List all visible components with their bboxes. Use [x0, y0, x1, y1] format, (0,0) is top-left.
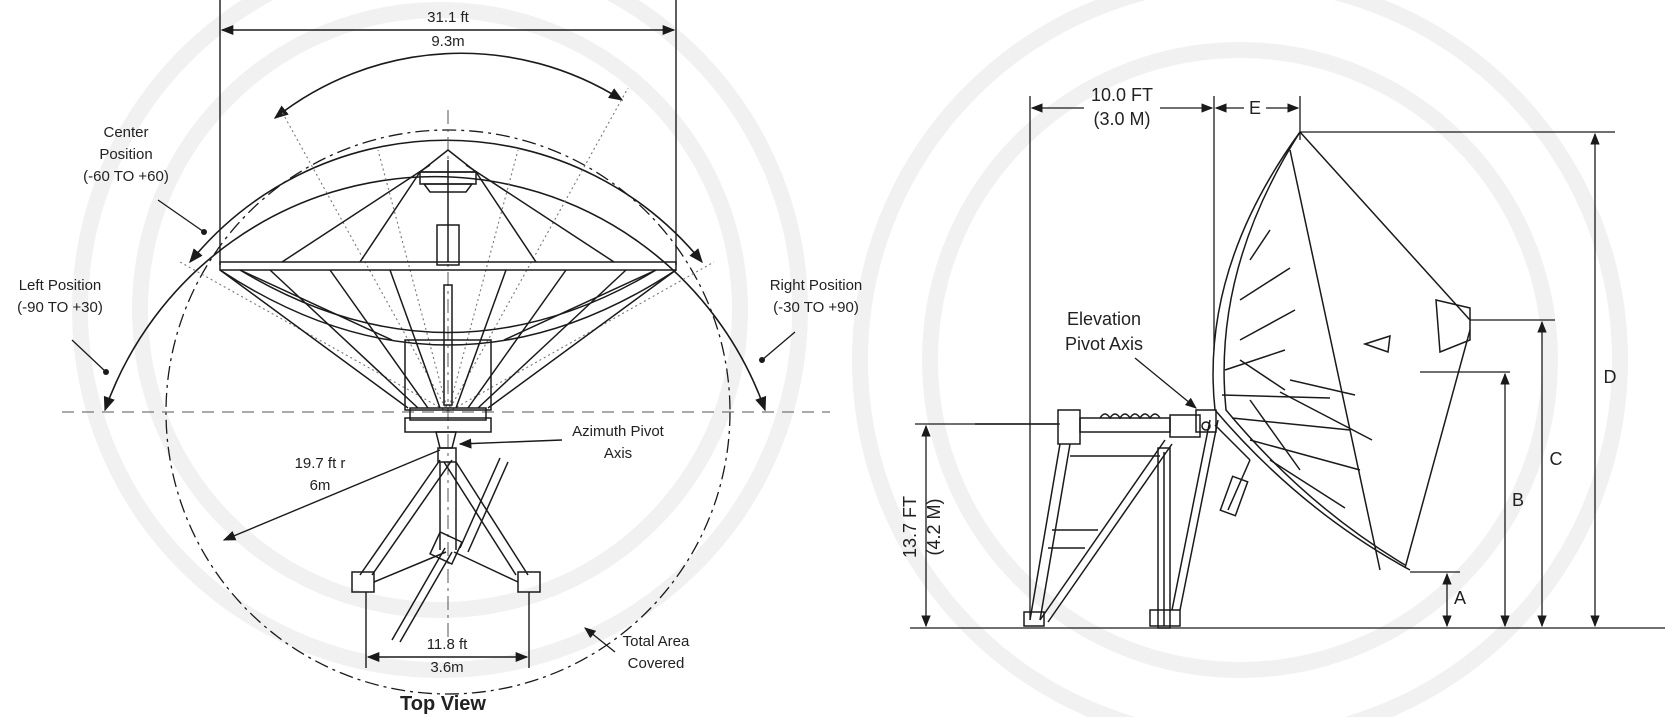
- dim-c-label: C: [1550, 449, 1563, 469]
- left-position-leader: [71, 339, 107, 373]
- offset-ft-label: 10.0 FT: [1091, 85, 1153, 105]
- width-m-label: 9.3m: [431, 33, 464, 50]
- reflector-top: [219, 261, 677, 421]
- azimuth-leader: [458, 438, 563, 449]
- support-frame: [975, 409, 1251, 629]
- base-m-label: 3.6m: [430, 659, 463, 676]
- dim-a-label: A: [1454, 588, 1466, 608]
- offset-m-label: (3.0 M): [1093, 109, 1150, 129]
- watermark: [72, 0, 1628, 717]
- center-position-line2: Position: [99, 146, 152, 163]
- total-area-line1: Total Area: [623, 633, 690, 650]
- base-ft-label: 11.8 ft: [427, 636, 468, 653]
- elevation-axis-line2: Pivot Axis: [1065, 334, 1143, 354]
- total-area-line2: Covered: [628, 655, 685, 672]
- top-view-title: Top View: [400, 693, 486, 715]
- center-position-line3: (-60 TO +60): [83, 168, 169, 185]
- reflector-side: [1212, 131, 1471, 571]
- base-dimension: [365, 592, 530, 668]
- right-position-leader: [761, 331, 796, 361]
- elevation-axis-line1: Elevation: [1067, 309, 1141, 329]
- height-ft-label: 13.7 FT: [900, 496, 920, 558]
- azimuth-axis-line1: Azimuth Pivot: [572, 423, 665, 440]
- height-m-label: (4.2 M): [924, 498, 944, 555]
- center-rotation-arc: [189, 139, 703, 264]
- offset-dimension: [1029, 96, 1301, 620]
- azimuth-axis-line2: Axis: [604, 445, 632, 462]
- width-ft-label: 31.1 ft: [427, 9, 470, 26]
- width-dimension: [219, 0, 677, 265]
- center-position-line1: Center: [103, 124, 148, 141]
- dim-d-label: D: [1604, 367, 1617, 387]
- vertical-dimensions: [1442, 132, 1600, 628]
- radius-leader: [222, 449, 441, 541]
- subreflector-struts: [281, 149, 615, 406]
- left-position-line2: (-90 TO +30): [17, 299, 103, 316]
- pedestal-top: [351, 417, 541, 643]
- side-view: 10.0 FT (3.0 M) E D C B A 13.7 FT (4.2 M…: [900, 85, 1665, 629]
- elevation-axis-leader: [1134, 357, 1197, 409]
- sweep-guides: [179, 87, 715, 413]
- top-view: 31.1 ft 9.3m: [17, 0, 862, 715]
- right-position-line1: Right Position: [770, 277, 863, 294]
- dim-e-label: E: [1249, 98, 1261, 118]
- total-area-leader: [584, 627, 616, 653]
- radius-ft-label: 19.7 ft r: [295, 455, 346, 472]
- right-position-line2: (-30 TO +90): [773, 299, 859, 316]
- dim-b-label: B: [1512, 490, 1524, 510]
- center-position-leader: [157, 199, 205, 233]
- left-position-line1: Left Position: [19, 277, 102, 294]
- right-extension-lines: [1300, 131, 1615, 573]
- left-right-rotation-arc: [103, 175, 767, 412]
- inner-rotation-arc: [273, 52, 624, 119]
- radius-m-label: 6m: [310, 477, 331, 494]
